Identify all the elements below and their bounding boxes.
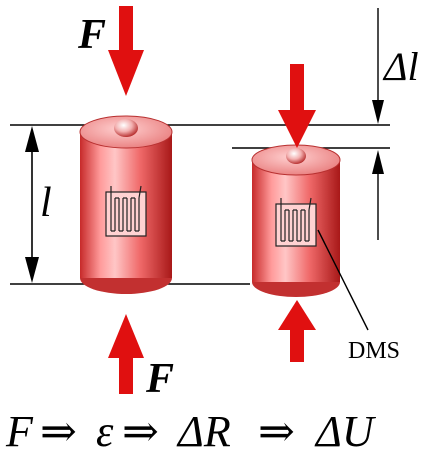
- force-arrow-right-top: [278, 64, 316, 148]
- force-arrow-right-bottom: [278, 300, 316, 362]
- formula-arrow-3: ⇒: [258, 407, 295, 456]
- label-delta-length: Δl: [382, 44, 419, 89]
- length-dimension-arrow: [25, 126, 39, 283]
- formula-arrow-1: ⇒: [40, 407, 77, 456]
- cylinder-left: [79, 115, 173, 294]
- formula-force: F: [5, 407, 34, 456]
- dms-leader-line: [317, 229, 369, 331]
- label-length: l: [40, 180, 52, 226]
- force-arrow-left-top: [108, 6, 144, 96]
- strain-gauge-right: [275, 197, 317, 247]
- strain-gauge-left: [105, 185, 147, 237]
- label-force-top: F: [77, 12, 106, 58]
- formula-delta-u: ΔU: [314, 407, 377, 456]
- delta-length-arrows: [372, 8, 384, 240]
- formula: F ⇒ ε ⇒ ΔR ⇒ ΔU: [5, 407, 377, 456]
- force-arrow-left-bottom: [108, 314, 144, 394]
- formula-arrow-2: ⇒: [122, 407, 159, 456]
- label-dms: DMS: [348, 338, 400, 364]
- label-force-bottom: F: [145, 356, 174, 402]
- formula-strain: ε: [96, 407, 114, 456]
- formula-delta-r: ΔR: [176, 407, 231, 456]
